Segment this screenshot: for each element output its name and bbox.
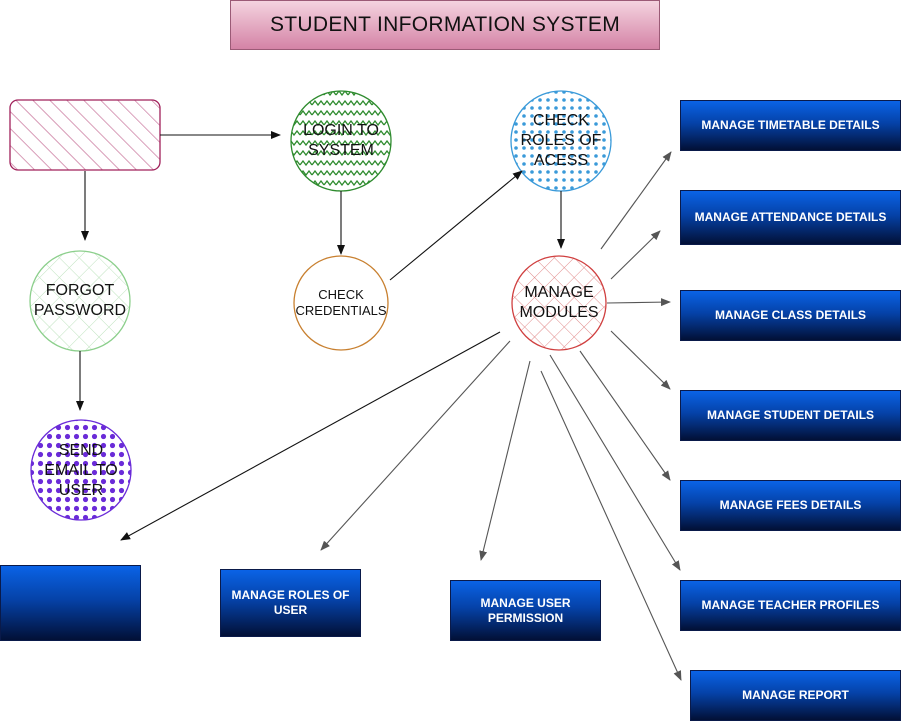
send-email-node xyxy=(30,419,132,521)
module-student: MANAGE STUDENT DETAILS xyxy=(680,390,901,441)
check-credentials-node-label: CHECK CREDENTIALS xyxy=(295,287,387,318)
edge-manage-teacher xyxy=(549,354,681,571)
user-node-label xyxy=(10,100,160,170)
module-class: MANAGE CLASS DETAILS xyxy=(680,290,901,341)
forgot-password-node-label: FORGOT PASSWORD xyxy=(33,282,127,319)
module-blank xyxy=(0,565,141,641)
module-teacher: MANAGE TEACHER PROFILES xyxy=(680,580,901,631)
edge-manage-student xyxy=(610,330,671,390)
diagram-title: STUDENT INFORMATION SYSTEM xyxy=(230,0,660,50)
send-email-node-label: SEND EMAIL TO USER xyxy=(44,442,118,499)
edge-manage-report xyxy=(540,370,682,681)
edge-manage-permission xyxy=(479,360,531,561)
edge-manage-roles xyxy=(320,340,511,551)
check-roles-node-label: CHECK ROLES OF ACESS xyxy=(520,112,602,169)
login-node-label: LOGIN TO SYSTEM xyxy=(303,122,379,159)
edge-manage-blank xyxy=(120,331,501,541)
manage-modules-node-label: MANAGE MODULES xyxy=(519,284,599,321)
check-credentials-node xyxy=(293,255,389,351)
module-timetable: MANAGE TIMETABLE DETAILS xyxy=(680,100,901,151)
edge-manage-fees xyxy=(579,350,671,481)
edge-credentials-roles xyxy=(389,170,523,281)
edge-manage-class xyxy=(606,298,671,307)
module-report: MANAGE REPORT xyxy=(690,670,901,721)
module-roles: MANAGE ROLES OF USER xyxy=(220,569,361,637)
module-attendance: MANAGE ATTENDANCE DETAILS xyxy=(680,190,901,245)
module-permission: MANAGE USER PERMISSION xyxy=(450,580,601,641)
edge-manage-attendance xyxy=(610,230,661,280)
module-fees: MANAGE FEES DETAILS xyxy=(680,480,901,531)
connectors xyxy=(76,131,565,541)
manage-modules-node xyxy=(511,255,607,351)
edge-manage-timetable xyxy=(600,151,672,250)
module-connectors xyxy=(320,151,682,681)
